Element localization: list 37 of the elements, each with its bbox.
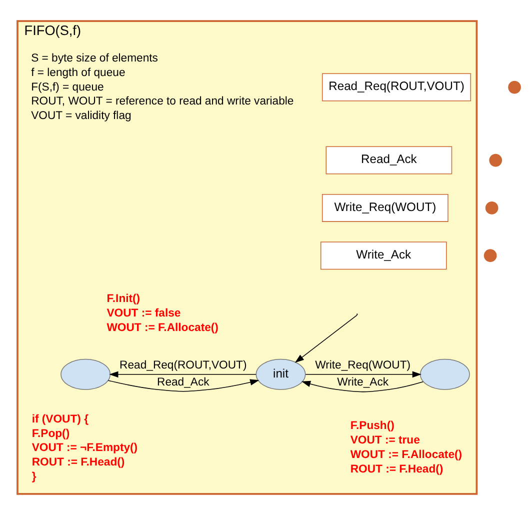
label: ROUT := F.Head()	[32, 456, 125, 468]
edge-label: Write_Req(WOUT)	[315, 358, 411, 371]
node-ellipse	[420, 358, 470, 390]
arrow	[301, 380, 424, 392]
label: }	[32, 470, 36, 482]
label: WOUT := F.Allocate()	[350, 448, 462, 460]
node-circle	[508, 80, 521, 94]
arrow	[294, 314, 358, 362]
node-ellipse	[60, 358, 111, 390]
node-circle	[484, 248, 497, 262]
node-box: Write_Ack	[320, 241, 447, 270]
node-circle	[485, 201, 498, 214]
arrow	[305, 370, 422, 378]
edge-label: Read_Req(ROUT,VOUT)	[120, 358, 247, 371]
label: ROUT := F.Head()	[350, 462, 444, 475]
label: F.Push()	[350, 420, 394, 432]
arrow	[109, 370, 256, 378]
label: F.Init()	[106, 292, 140, 305]
node-box: Read_Ack	[326, 146, 452, 174]
label: WOUT := F.Allocate()	[106, 321, 218, 334]
label: F(S,f) = queue	[31, 80, 104, 93]
label: VOUT := true	[350, 434, 420, 446]
node-box: Read_Req(ROUT,VOUT)	[322, 72, 472, 101]
node-box: Write_Req(WOUT)	[322, 193, 448, 222]
label: F.Pop()	[32, 427, 70, 440]
label: VOUT := false	[106, 307, 181, 320]
label: VOUT = validity flag	[31, 110, 132, 122]
arrow	[108, 378, 260, 392]
label: if (VOUT) {	[32, 412, 88, 425]
node-circle	[489, 153, 502, 166]
label: f = length of queue	[31, 66, 126, 78]
label: VOUT := ¬F.Empty()	[32, 442, 138, 454]
node-ellipse: init	[256, 358, 306, 390]
label: ROUT, WOUT = reference to read and write variable	[31, 95, 294, 108]
edge-label: Read_Ack	[157, 376, 210, 388]
edge-label: Write_Ack	[337, 376, 389, 388]
label: S = byte size of elements	[31, 52, 158, 64]
